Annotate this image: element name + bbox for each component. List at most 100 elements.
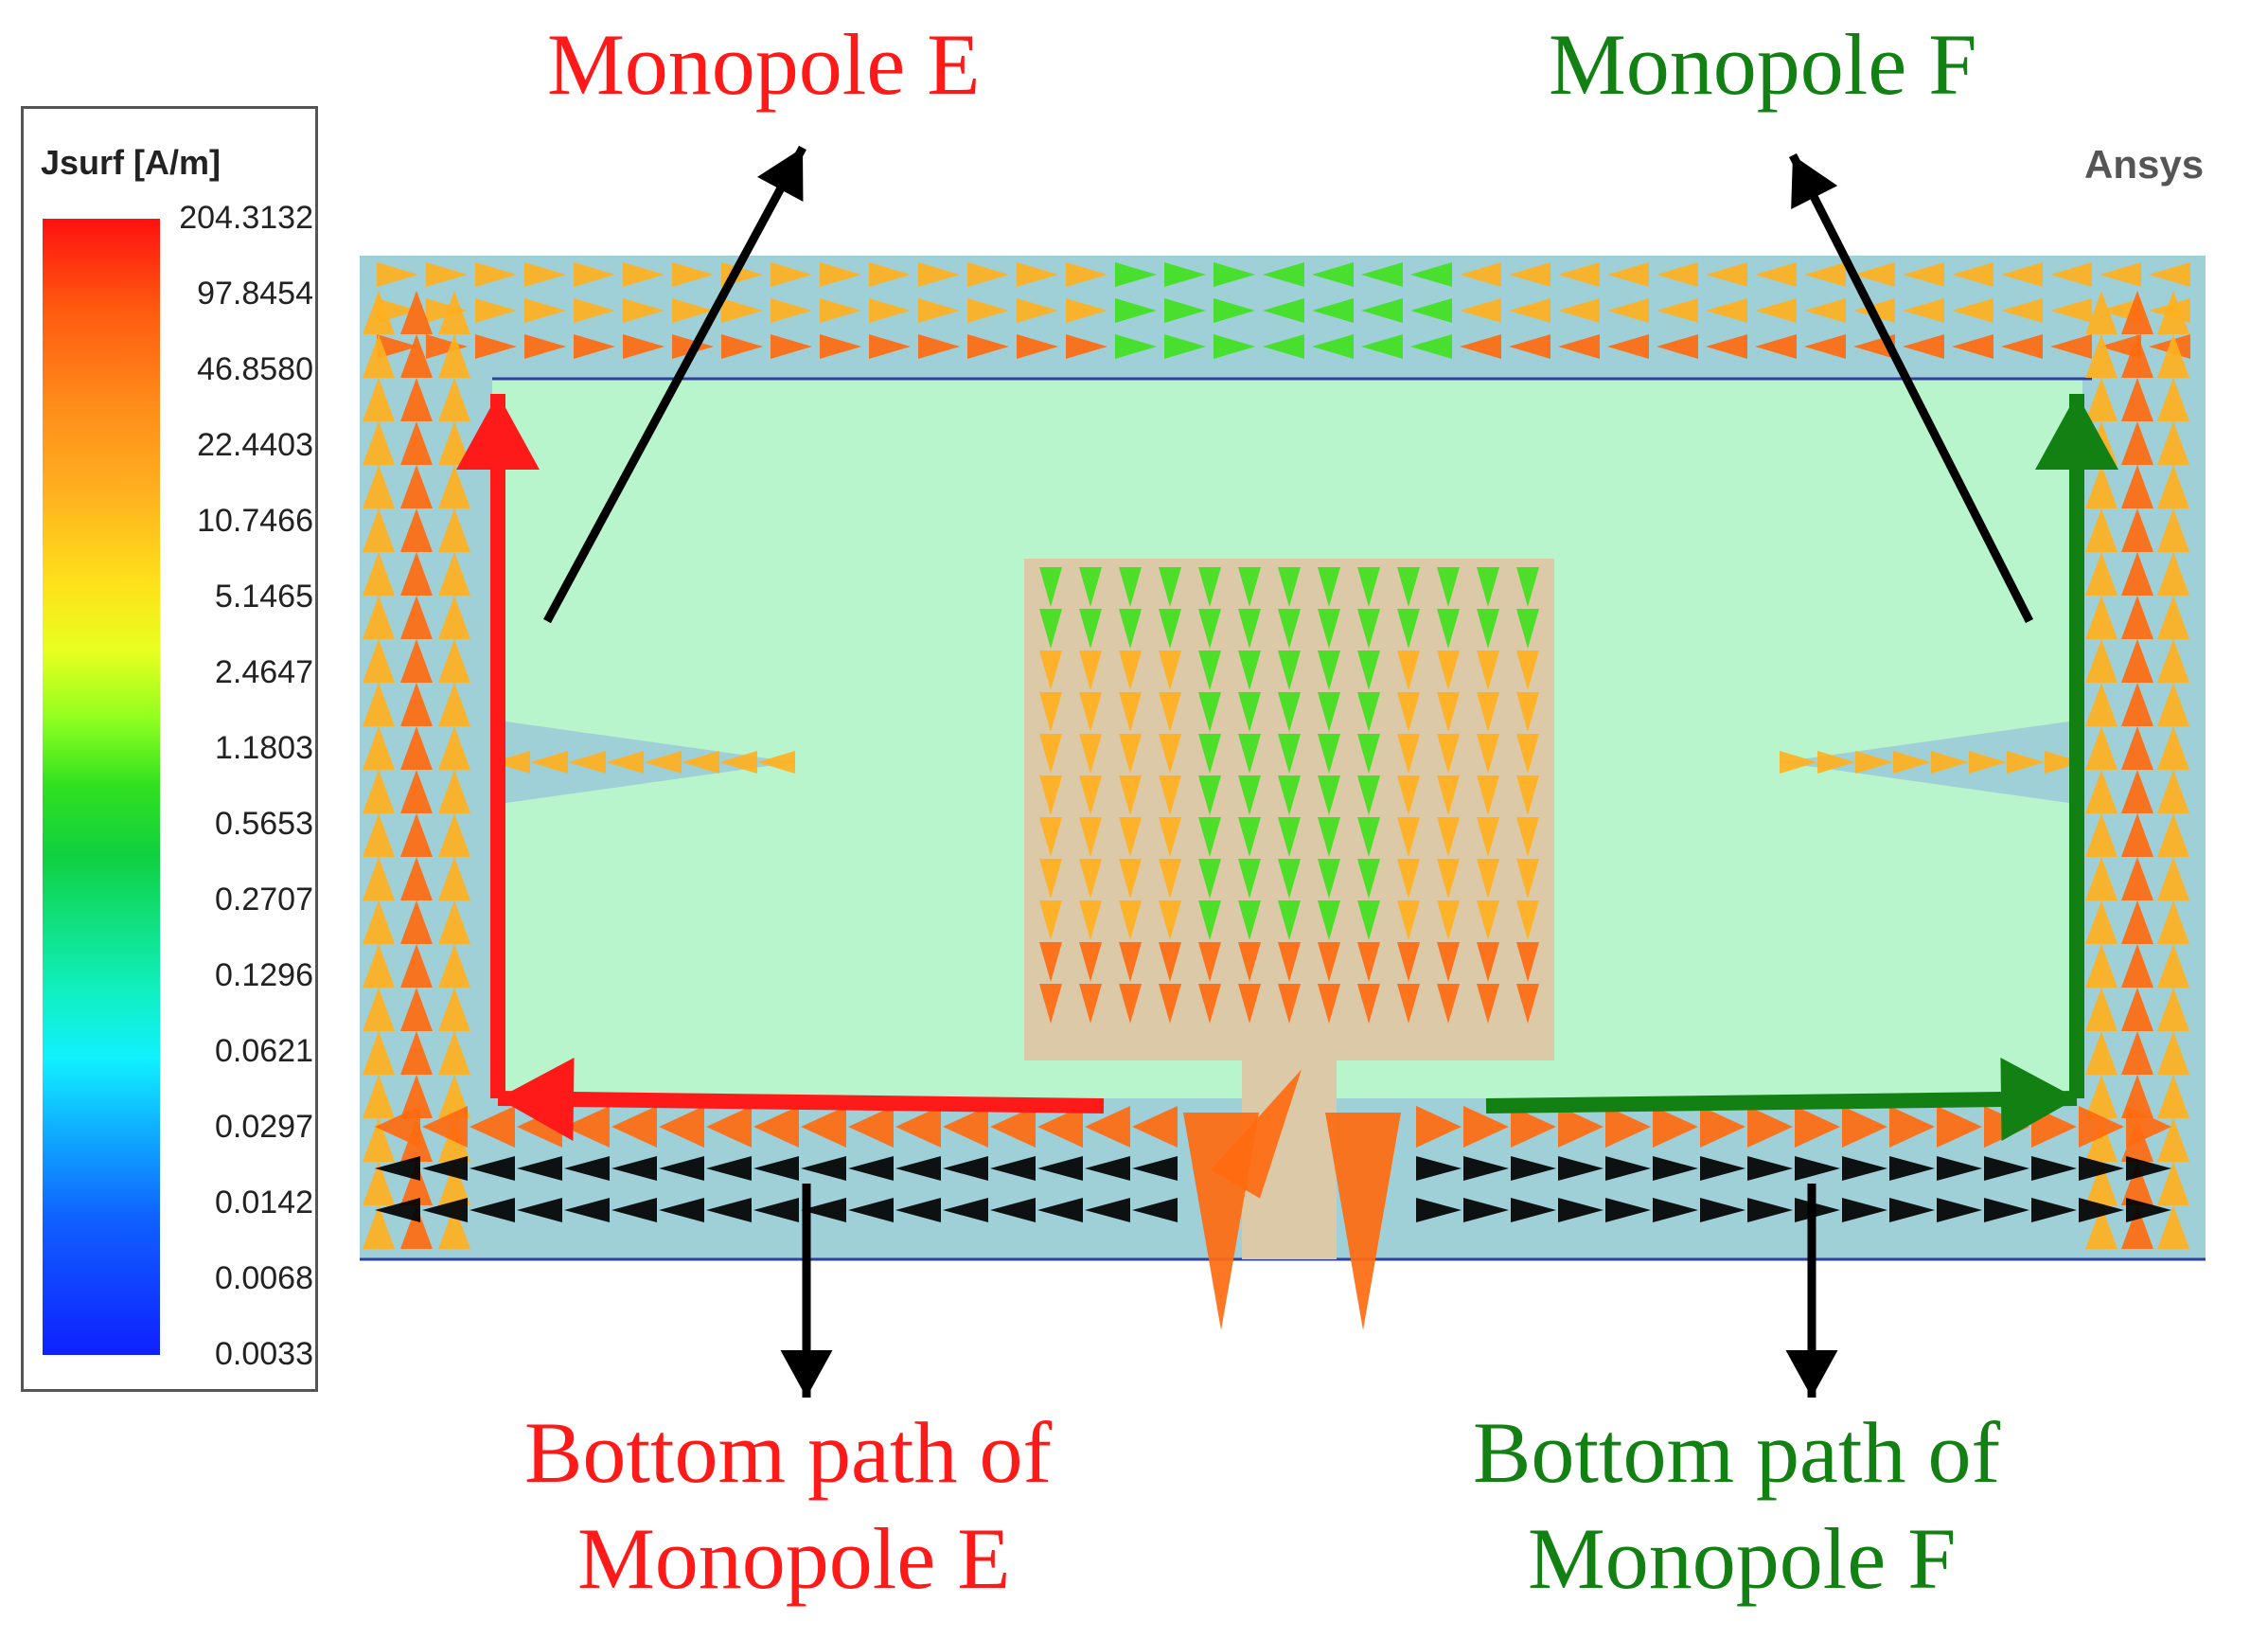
current-arrow — [422, 1198, 468, 1222]
current-arrow — [470, 1198, 515, 1222]
current-arrow — [2157, 988, 2189, 1031]
current-arrow — [574, 298, 615, 323]
current-arrow — [2126, 1156, 2171, 1181]
legend-value: 0.5653 — [215, 806, 313, 842]
legend-value: 0.0068 — [215, 1260, 313, 1296]
current-arrow — [400, 988, 433, 1031]
current-arrow — [2157, 334, 2189, 378]
current-arrow — [363, 421, 395, 465]
current-arrow — [1238, 817, 1261, 857]
current-arrow — [1952, 262, 1993, 287]
current-arrow — [2157, 1118, 2189, 1162]
current-arrow — [1312, 334, 1354, 359]
current-arrow — [1079, 650, 1102, 690]
current-arrow — [1509, 334, 1550, 359]
current-arrow — [400, 770, 433, 813]
current-arrow — [1278, 859, 1301, 899]
current-arrow — [1017, 334, 1058, 359]
current-arrow — [2157, 726, 2189, 770]
current-arrow — [470, 1106, 515, 1148]
path-e-horizontal-arrow-head — [498, 1058, 575, 1141]
current-arrow — [1132, 1156, 1178, 1181]
current-arrow — [438, 1162, 470, 1205]
current-arrow — [2157, 465, 2189, 508]
current-arrow — [363, 378, 395, 421]
current-arrow — [1325, 1113, 1401, 1330]
current-arrow — [2085, 639, 2117, 683]
current-arrow — [1700, 1156, 1745, 1181]
current-arrow — [1410, 262, 1452, 287]
current-arrow — [1039, 942, 1062, 982]
current-arrow — [753, 1106, 799, 1148]
current-arrow — [400, 813, 433, 857]
current-arrow — [801, 1106, 846, 1148]
current-arrow — [1706, 262, 1747, 287]
current-arrow — [400, 1205, 433, 1249]
current-arrow — [1132, 1106, 1178, 1148]
current-arrow — [1357, 692, 1380, 732]
current-arrow — [2157, 944, 2189, 988]
current-arrow — [1893, 751, 1931, 774]
current-arrow — [1238, 609, 1261, 649]
current-arrow — [2157, 1075, 2189, 1118]
current-arrow — [438, 813, 470, 857]
legend-value: 0.0142 — [215, 1185, 313, 1220]
current-arrow — [1657, 262, 1698, 287]
current-arrow — [706, 1156, 752, 1181]
current-arrow — [672, 262, 714, 287]
current-arrow — [1516, 817, 1539, 857]
current-arrow — [1318, 817, 1340, 857]
monopole-e-label: Monopole E — [547, 16, 981, 113]
current-arrow — [438, 944, 470, 988]
current-arrow — [1397, 900, 1420, 940]
current-arrow — [1397, 692, 1420, 732]
current-arrow — [2045, 751, 2082, 774]
monopole-e-pointer-shaft — [543, 145, 806, 624]
current-arrow — [2121, 378, 2153, 421]
current-arrow — [1511, 1106, 1556, 1148]
current-arrow — [363, 1118, 395, 1162]
current-arrow — [1361, 298, 1403, 323]
current-arrow — [438, 988, 470, 1031]
current-arrow — [1263, 262, 1304, 287]
current-arrow — [2121, 334, 2153, 378]
legend-value: 97.8454 — [197, 276, 313, 312]
current-arrow — [1477, 942, 1499, 982]
current-arrow — [1558, 1198, 1604, 1222]
current-arrow — [363, 900, 395, 944]
current-arrow — [1119, 817, 1142, 857]
current-arrow — [1357, 984, 1380, 1024]
monopole-e-pointer-head — [757, 148, 804, 203]
current-arrow — [2050, 262, 2092, 287]
current-arrow — [2157, 508, 2189, 552]
current-arrow — [422, 1106, 468, 1148]
current-arrow — [2121, 900, 2153, 944]
current-arrow — [2121, 1031, 2153, 1075]
current-arrow — [1164, 334, 1206, 359]
current-arrow — [820, 262, 861, 287]
legend-value: 5.1465 — [215, 579, 313, 615]
current-arrow — [2121, 857, 2153, 900]
current-arrow — [1437, 900, 1460, 940]
current-arrow — [438, 1031, 470, 1075]
current-arrow — [2085, 378, 2117, 421]
current-arrow — [1804, 334, 1846, 359]
current-arrow — [2085, 988, 2117, 1031]
current-arrow — [517, 1156, 562, 1181]
current-arrow — [1357, 567, 1380, 607]
current-arrow — [1079, 609, 1102, 649]
current-arrow — [2121, 552, 2153, 596]
current-arrow — [2121, 639, 2153, 683]
current-arrow — [2050, 334, 2092, 359]
current-arrow — [1437, 567, 1460, 607]
current-arrow — [1318, 984, 1340, 1024]
current-arrow — [1115, 334, 1157, 359]
current-arrow — [2121, 813, 2153, 857]
current-arrow — [2031, 1156, 2077, 1181]
current-arrow — [2157, 1162, 2189, 1205]
current-arrow — [438, 1205, 470, 1249]
current-arrow — [475, 298, 517, 323]
current-arrow — [2157, 770, 2189, 813]
current-arrow — [1397, 609, 1420, 649]
